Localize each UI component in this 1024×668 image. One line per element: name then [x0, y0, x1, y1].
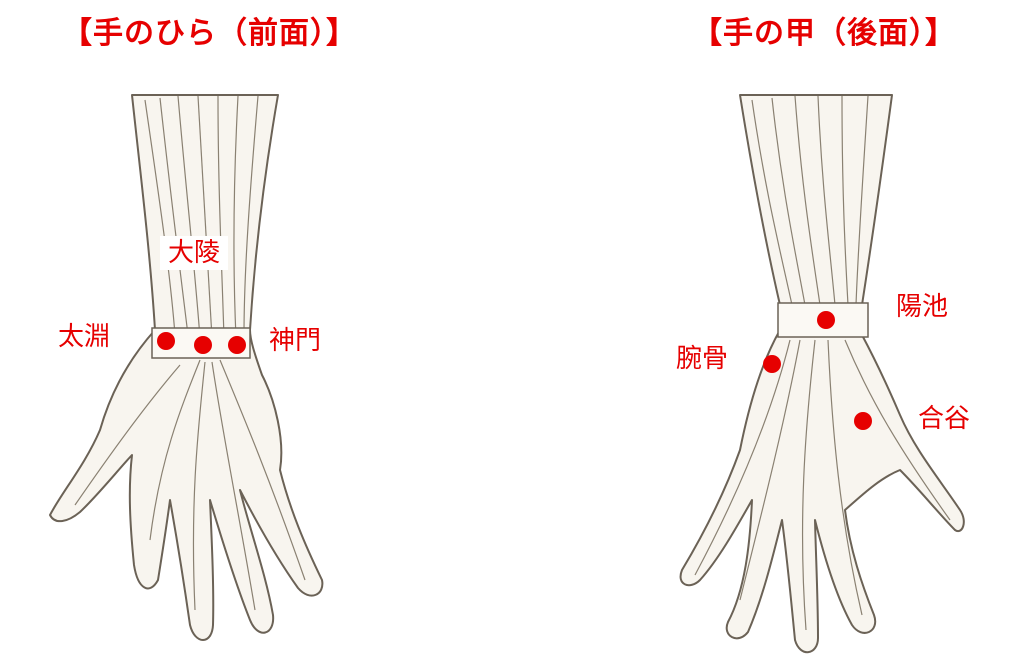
palm-point-shenmen-marker — [228, 336, 246, 354]
palm-point-shenmen-label: 神門 — [269, 326, 322, 356]
back-point-wangu-marker — [763, 355, 781, 373]
back-view-title: 【手の甲（後面）】 — [692, 16, 956, 51]
palm-view-title: 【手のひら（前面）】 — [62, 16, 357, 51]
palm-point-daling-marker — [194, 336, 212, 354]
back-tendon-lines — [694, 95, 951, 631]
back-point-yangchi-label: 陽池 — [896, 292, 949, 322]
back-point-hegu-marker — [854, 412, 872, 430]
palm-hand-drawing — [49, 94, 324, 641]
back-point-yangchi-marker — [817, 311, 835, 329]
back-point-hegu-label: 合谷 — [918, 404, 971, 434]
palm-point-taiyuan-marker — [157, 332, 175, 350]
palm-tendon-lines — [74, 95, 306, 611]
back-point-wangu-label: 腕骨 — [676, 344, 729, 374]
palm-point-taiyuan-label: 太淵 — [58, 322, 111, 352]
palm-point-daling-label: 大陵 — [160, 236, 229, 270]
